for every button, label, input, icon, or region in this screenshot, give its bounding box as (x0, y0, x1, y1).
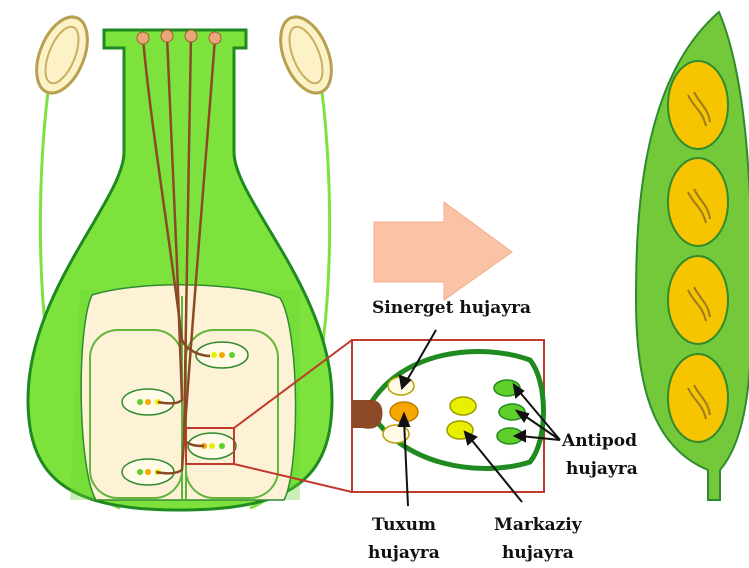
central-label-line1: Markaziy (494, 515, 583, 535)
zoomed-embryo-sac (352, 340, 544, 492)
embryo-sac (122, 459, 174, 485)
seed (668, 61, 728, 149)
seed (668, 158, 728, 246)
egg-label-line1: Tuxum (372, 515, 436, 535)
pollen-tube-end (352, 400, 383, 429)
seed-pod (636, 12, 749, 500)
synergid-label: Sinerget hujayra (372, 298, 531, 318)
pistil (28, 30, 332, 510)
seed (668, 256, 728, 344)
polar-nucleus (450, 397, 476, 415)
central-label-line2: hujayra (502, 543, 574, 563)
antipod-label-line2: hujayra (566, 459, 638, 479)
right-arrow-icon (374, 202, 512, 300)
antipod-label-line1: Antipod (561, 431, 637, 451)
seed (668, 354, 728, 442)
egg-label-line2: hujayra (368, 543, 440, 563)
